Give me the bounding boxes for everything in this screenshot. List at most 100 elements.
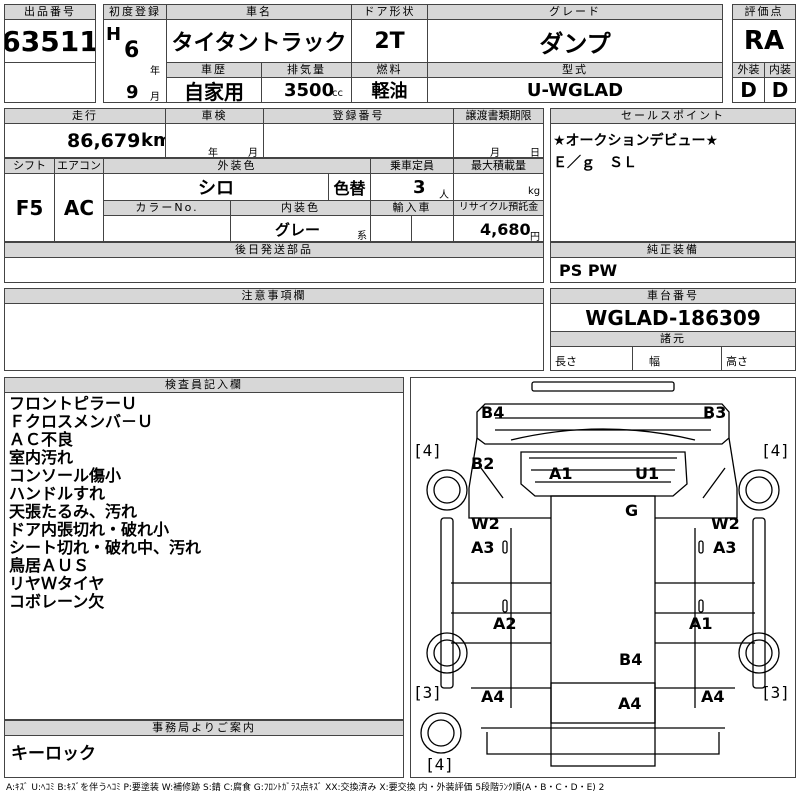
mileage-unit: km bbox=[141, 130, 165, 151]
sales-points-label: セールスポイント bbox=[550, 108, 796, 124]
int-grade: D bbox=[764, 77, 796, 103]
inspection-label: 車検 bbox=[165, 108, 264, 124]
history: 自家用 bbox=[166, 77, 262, 103]
displacement-label: 排気量 bbox=[261, 62, 352, 78]
car-name: タイタントラック bbox=[166, 19, 352, 63]
ac-label: エアコン bbox=[54, 158, 104, 174]
inspection-cell: 年 月 bbox=[165, 123, 264, 158]
shift-label: シフト bbox=[4, 158, 55, 174]
door-label: ドア形状 bbox=[351, 4, 428, 20]
transfer-cell: 月 日 bbox=[453, 123, 544, 158]
tire-fl-tread: [4] bbox=[413, 441, 442, 460]
int-color: グレー bbox=[275, 221, 321, 239]
caution-label: 注意事項欄 bbox=[4, 288, 544, 304]
history-label: 車歴 bbox=[166, 62, 262, 78]
int-grade-label: 内装 bbox=[764, 62, 796, 78]
ext-grade-label: 外装 bbox=[732, 62, 765, 78]
model: U-WGLAD bbox=[427, 77, 723, 103]
dims-length: 長さ bbox=[550, 346, 633, 371]
displacement-unit: cc bbox=[332, 88, 343, 99]
damage-mark: W2 bbox=[471, 514, 500, 533]
color-no-label: カラーNo. bbox=[103, 200, 231, 216]
damage-mark: A4 bbox=[618, 694, 642, 713]
era: H bbox=[106, 24, 122, 45]
damage-mark: B2 bbox=[471, 454, 495, 473]
inspector-note: コボレーン欠 bbox=[9, 592, 105, 611]
inspector-notes-box: フロントピラーＵ Ｆクロスメンバ－Ｕ ＡＣ不良 室内汚れ コンソール傷小 ハンド… bbox=[4, 392, 404, 720]
max-load-unit: kg bbox=[528, 186, 541, 197]
damage-mark: U1 bbox=[635, 464, 660, 483]
inspector-note: 鳥居ＡＵＳ bbox=[9, 556, 90, 575]
damage-mark: A1 bbox=[549, 464, 573, 483]
inspector-note: 室内汚れ bbox=[9, 448, 74, 467]
door-type: 2T bbox=[351, 19, 428, 63]
mileage-label: 走行 bbox=[4, 108, 166, 124]
tire-spare-tread: [4] bbox=[425, 755, 454, 774]
tire-fr-value: 4 bbox=[770, 441, 781, 460]
capacity-unit: 人 bbox=[439, 190, 449, 201]
damage-mark: A2 bbox=[493, 614, 517, 633]
int-color-cell: グレー 系 bbox=[230, 215, 371, 242]
truck-outline bbox=[420, 381, 780, 767]
reg-no-label: 登録番号 bbox=[263, 108, 454, 124]
reg-month: 9 bbox=[126, 82, 139, 103]
inspector-note: コンソール傷小 bbox=[9, 466, 122, 485]
tire-rr-tread: [3] bbox=[761, 683, 790, 702]
legend: A:ｷｽﾞ U:ﾍｺﾐ B:ｷｽﾞを伴うﾍｺﾐ P:要塗装 W:補修跡 S:錆 … bbox=[6, 783, 605, 793]
lot-no-label: 出品番号 bbox=[4, 4, 96, 20]
office-note: キーロック bbox=[11, 744, 96, 764]
dims-height: 高さ bbox=[721, 346, 796, 371]
dims-width: 幅 bbox=[632, 346, 722, 371]
model-label: 型式 bbox=[427, 62, 723, 78]
fuel: 軽油 bbox=[351, 77, 428, 103]
tire-rl-value: 3 bbox=[422, 683, 433, 702]
damage-mark: A4 bbox=[701, 687, 725, 706]
max-load-label: 最大積載量 bbox=[453, 158, 544, 174]
inspector-note: リヤＷタイヤ bbox=[9, 574, 105, 593]
mileage-cell: 86,679 km bbox=[4, 123, 166, 158]
fuel-label: 燃料 bbox=[351, 62, 428, 78]
later-parts-box bbox=[4, 257, 544, 283]
grade: ダンプ bbox=[427, 19, 723, 63]
reg-no-cell bbox=[263, 123, 454, 158]
inspector-note: ドア内張切れ・破れ小 bbox=[9, 520, 170, 539]
inspector-note: Ｆクロスメンバ－Ｕ bbox=[9, 412, 154, 431]
caution-box bbox=[4, 303, 544, 371]
ext-grade: D bbox=[732, 77, 765, 103]
shift: F5 bbox=[4, 173, 55, 242]
recycle-label: リサイクル預託金 bbox=[453, 200, 544, 216]
color-change: 色替 bbox=[328, 173, 371, 201]
damage-mark: B4 bbox=[481, 403, 505, 422]
import-cell-a bbox=[370, 215, 412, 242]
genuine-box: PS PW bbox=[550, 257, 796, 283]
tire-rl-tread: [3] bbox=[413, 683, 442, 702]
tire-fr-tread: [4] bbox=[761, 441, 790, 460]
inspector-label: 検査員記入欄 bbox=[4, 377, 404, 393]
displacement-cell: 3500 cc bbox=[261, 77, 352, 103]
tire-spare-value: 4 bbox=[434, 755, 445, 774]
inspection-month-unit: 月 bbox=[248, 148, 258, 158]
score: RA bbox=[732, 19, 796, 63]
reg-year: 6 bbox=[124, 38, 140, 63]
chassis-label: 車台番号 bbox=[550, 288, 796, 304]
ext-color: シロ bbox=[103, 173, 329, 201]
int-color-unit: 系 bbox=[357, 231, 367, 242]
mileage: 86,679 bbox=[67, 130, 141, 152]
color-no-cell bbox=[103, 215, 231, 242]
lot-no-blank bbox=[4, 62, 96, 103]
vehicle-diagram: B4 B3 B2 A1 U1 G W2 W2 A3 A3 A2 A1 B4 A4… bbox=[410, 377, 796, 778]
year-unit: 年 bbox=[150, 66, 160, 77]
first-reg-label: 初度登録 bbox=[103, 4, 167, 20]
displacement: 3500 bbox=[284, 80, 335, 101]
damage-mark: A3 bbox=[713, 538, 737, 557]
max-load-cell: kg bbox=[453, 173, 544, 201]
ac: AC bbox=[54, 173, 104, 242]
damage-mark: A1 bbox=[689, 614, 713, 633]
ext-color-label: 外装色 bbox=[103, 158, 371, 174]
inspector-note: フロントピラーＵ bbox=[9, 394, 138, 413]
damage-mark: A4 bbox=[481, 687, 505, 706]
capacity-label: 乗車定員 bbox=[370, 158, 454, 174]
recycle-fee: 4,680 bbox=[480, 220, 531, 239]
grade-label: グレード bbox=[427, 4, 723, 20]
damage-mark: B3 bbox=[703, 403, 727, 422]
